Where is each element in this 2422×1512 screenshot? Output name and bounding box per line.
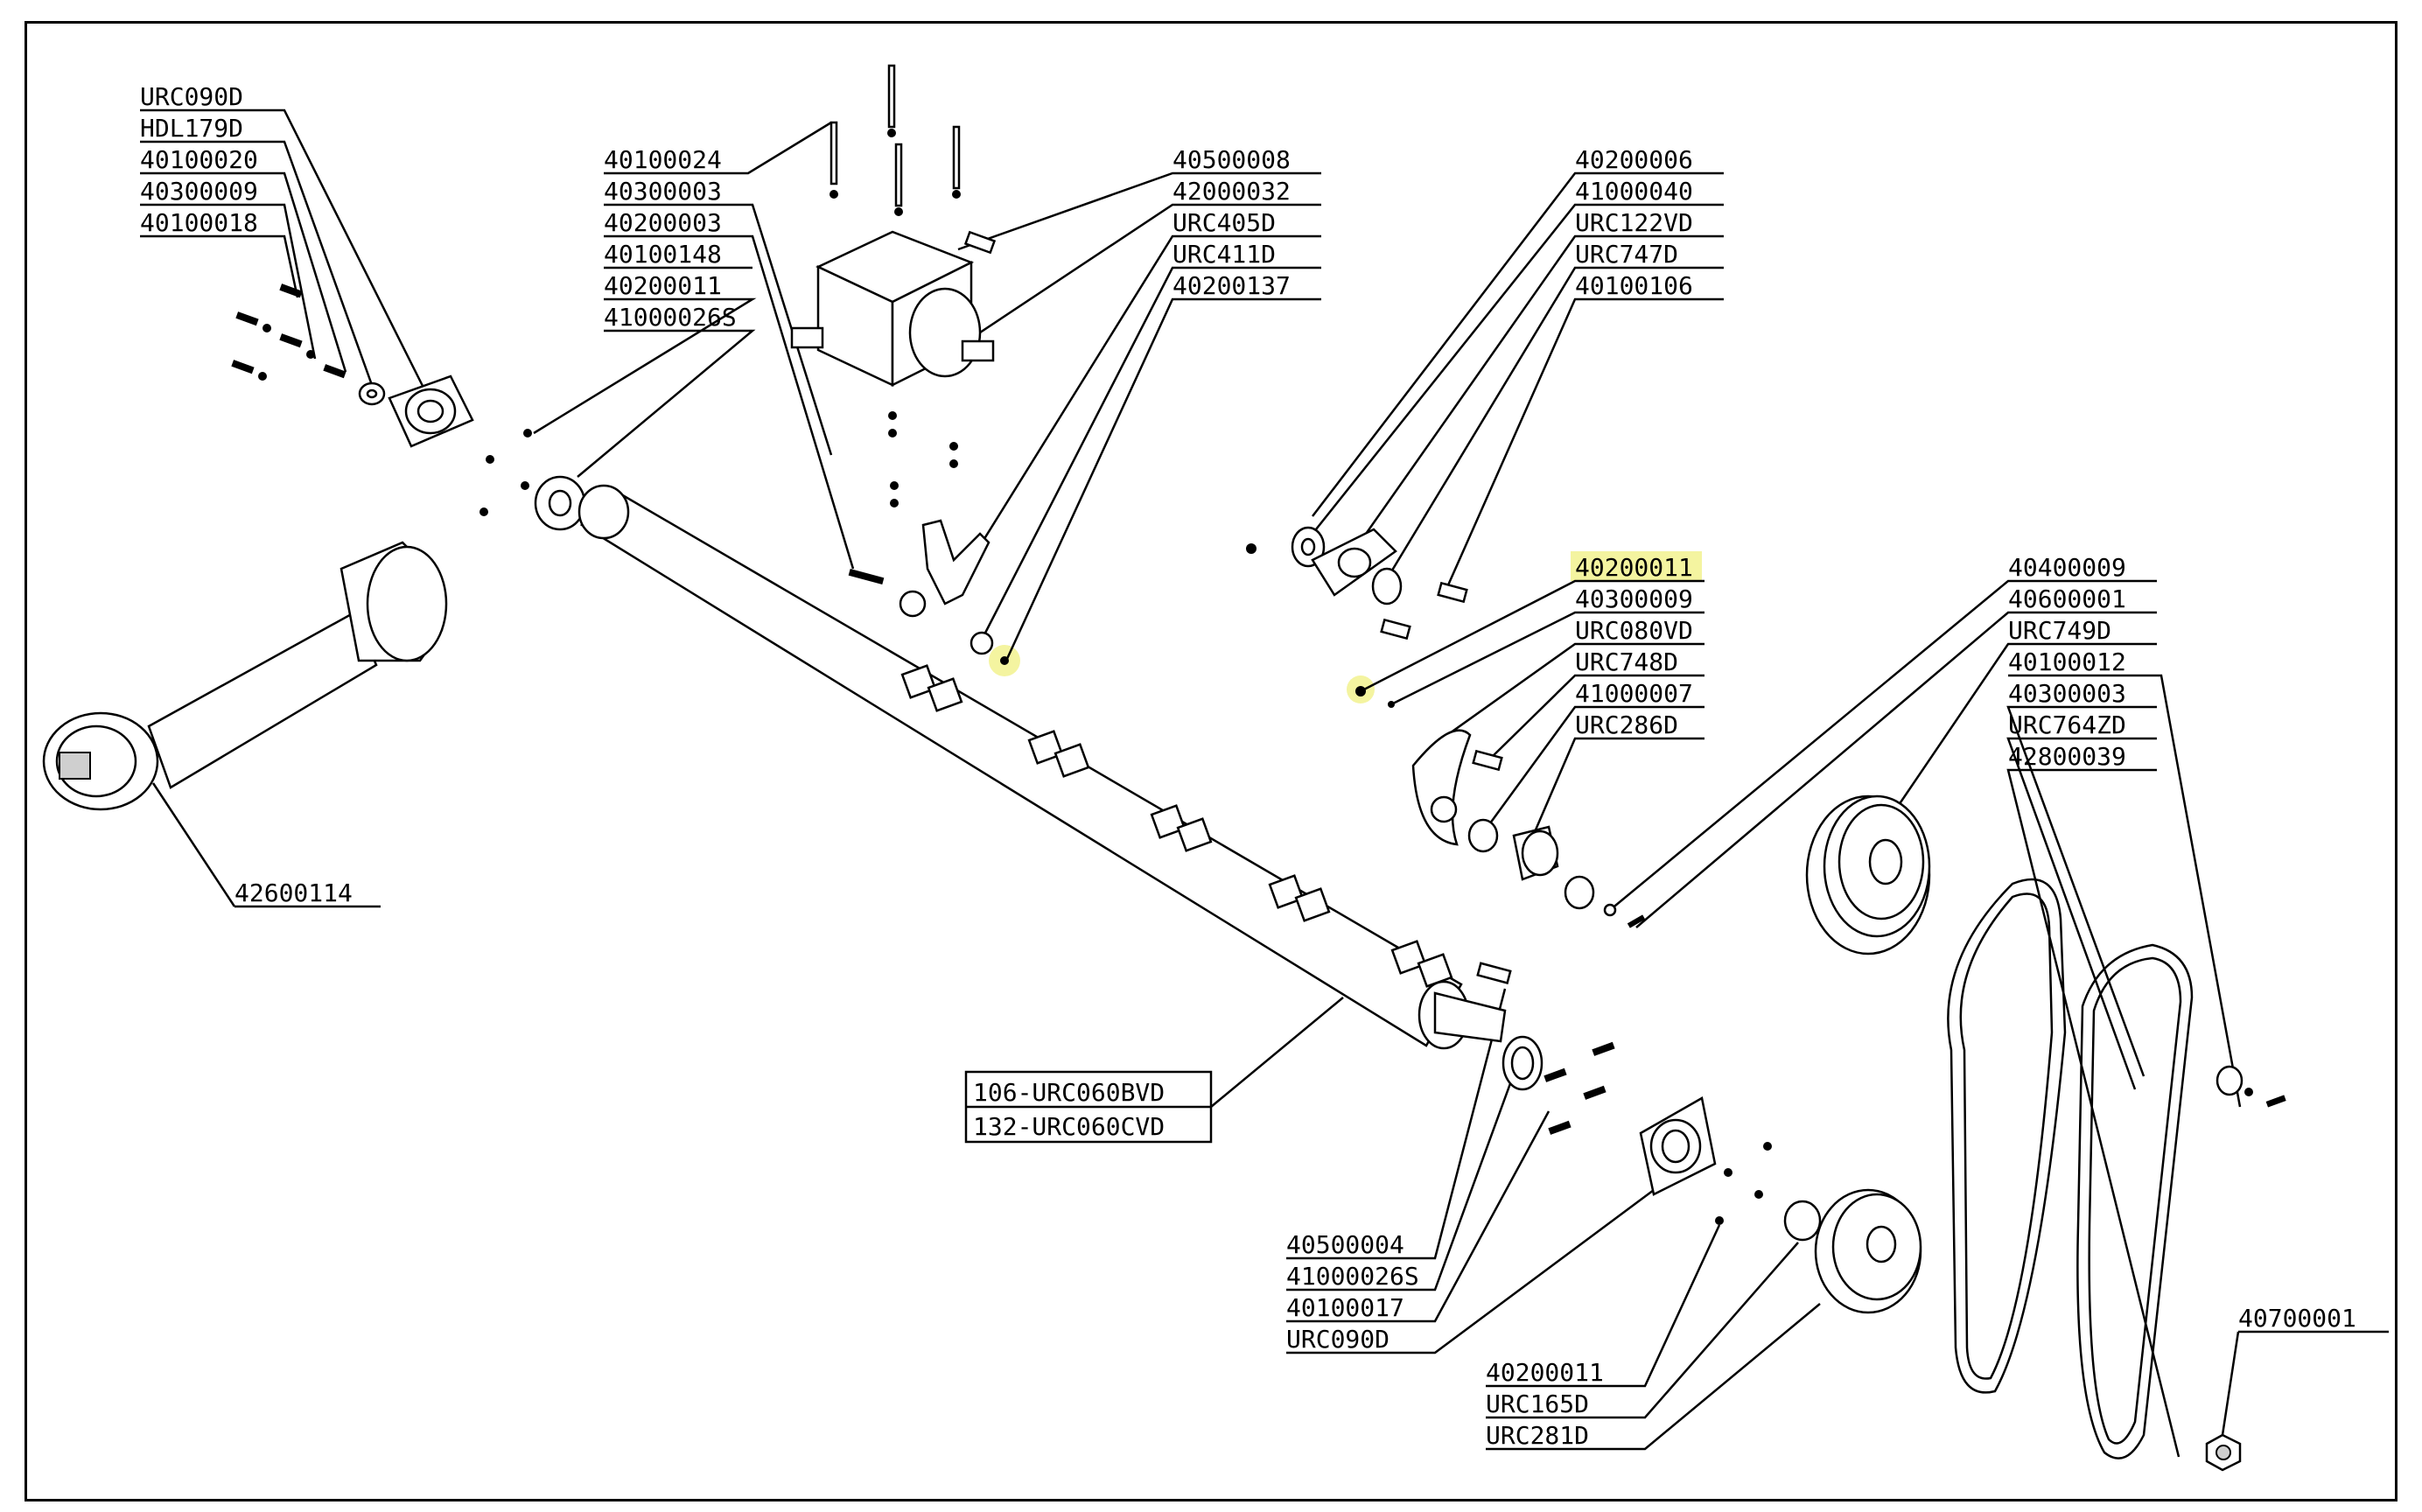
label-shaft-132: 132-URC060CVD bbox=[973, 1112, 1165, 1141]
labels-center-right-group: 40500008 42000032 URC405D URC411D 402001… bbox=[1172, 145, 1291, 300]
label-urc286d: URC286D bbox=[1575, 710, 1678, 739]
label-40700001: 40700001 bbox=[2238, 1304, 2356, 1333]
labels-far-right-group: 40400009 40600001 URC749D 40100012 40300… bbox=[2008, 553, 2126, 771]
gearbox bbox=[790, 64, 997, 508]
label-40100148: 40100148 bbox=[604, 240, 722, 269]
arm-urc080vd bbox=[1355, 686, 1646, 928]
label-shaft-106: 106-URC060BVD bbox=[973, 1078, 1165, 1107]
label-urc747d: URC747D bbox=[1575, 240, 1678, 269]
label-urc749d: URC749D bbox=[2008, 616, 2111, 645]
label-urc748d: URC748D bbox=[1575, 648, 1678, 676]
label-42600114: 42600114 bbox=[234, 878, 353, 907]
label-40100106: 40100106 bbox=[1575, 271, 1693, 300]
main-rotor-shaft bbox=[578, 484, 1512, 1050]
label-hdl179d: HDL179D bbox=[140, 114, 243, 143]
label-urc405d: URC405D bbox=[1172, 208, 1276, 237]
label-40300009-mid: 40300009 bbox=[1575, 584, 1693, 613]
label-40300009-top: 40300009 bbox=[140, 177, 258, 206]
labels-right-upper-group: 40200006 41000040 URC122VD URC747D 40100… bbox=[1575, 145, 1693, 300]
label-40200003: 40200003 bbox=[604, 208, 722, 237]
shaft-label-box: 106-URC060BVD 132-URC060CVD bbox=[964, 1070, 1213, 1144]
label-40600001: 40600001 bbox=[2008, 584, 2126, 613]
label-urc165d: URC165D bbox=[1486, 1390, 1589, 1418]
label-40100017: 40100017 bbox=[1286, 1293, 1404, 1322]
bearing-ring-left bbox=[534, 475, 586, 531]
label-40300003-left: 40300003 bbox=[604, 177, 722, 206]
drawing-frame bbox=[24, 21, 2398, 1502]
pulley-upper bbox=[1805, 794, 1931, 956]
label-urc090d-top: URC090D bbox=[140, 82, 243, 111]
bearing-assembly-right-upper bbox=[1246, 526, 1468, 640]
bolts-right bbox=[2216, 1065, 2286, 1108]
label-40100012: 40100012 bbox=[2008, 648, 2126, 676]
label-42000032: 42000032 bbox=[1172, 177, 1291, 206]
label-41000026s-left: 41000026S bbox=[604, 303, 737, 332]
label-41000026s-bottom: 41000026S bbox=[1286, 1262, 1419, 1291]
label-urc080vd: URC080VD bbox=[1575, 616, 1693, 645]
shaft-flail-brackets bbox=[900, 664, 1453, 988]
leader-lines bbox=[140, 108, 2389, 1458]
bearing-flange-left bbox=[358, 374, 474, 448]
label-urc090d-bottom: URC090D bbox=[1286, 1325, 1390, 1354]
label-41000007: 41000007 bbox=[1575, 679, 1693, 708]
label-40300003-right: 40300003 bbox=[2008, 679, 2126, 708]
label-40200137: 40200137 bbox=[1172, 271, 1291, 300]
label-40100018: 40100018 bbox=[140, 208, 258, 237]
pto-drive-shaft bbox=[42, 541, 448, 811]
label-urc764zd: URC764ZD bbox=[2008, 710, 2126, 739]
label-40200011-mid: 40200011 bbox=[1575, 553, 1693, 582]
label-urc411d: URC411D bbox=[1172, 240, 1276, 269]
label-41000040: 41000040 bbox=[1575, 177, 1693, 206]
label-urc122vd: URC122VD bbox=[1575, 208, 1693, 237]
label-40200006: 40200006 bbox=[1575, 145, 1693, 174]
bearing-ring-right bbox=[1502, 1035, 1772, 1225]
labels-bottom-group: 40500004 41000026S 40100017 URC090D 4020… bbox=[1286, 1230, 2356, 1450]
label-42800039: 42800039 bbox=[2008, 742, 2126, 771]
bracket-urc405d bbox=[848, 519, 1009, 665]
labels-center-left-group: 40100024 40300003 40200003 40100148 4020… bbox=[604, 145, 737, 332]
bolts-left bbox=[231, 284, 532, 516]
v-belts bbox=[1947, 878, 2194, 1460]
pulley-lower bbox=[1783, 1188, 1922, 1314]
label-40100024: 40100024 bbox=[604, 145, 722, 174]
labels-left-group: URC090D HDL179D 40100020 40300009 401000… bbox=[140, 82, 353, 907]
label-urc281d: URC281D bbox=[1486, 1421, 1589, 1450]
highlight-40200011 bbox=[1571, 551, 1702, 581]
label-40400009: 40400009 bbox=[2008, 553, 2126, 582]
label-40100020: 40100020 bbox=[140, 145, 258, 174]
label-40500008: 40500008 bbox=[1172, 145, 1291, 174]
label-40200011-bottom: 40200011 bbox=[1486, 1358, 1604, 1387]
label-40500004: 40500004 bbox=[1286, 1230, 1404, 1259]
nut-40700001 bbox=[2205, 1433, 2242, 1472]
labels-right-middle-group: 40200011 40300009 URC080VD URC748D 41000… bbox=[1575, 553, 1693, 739]
label-40200011-left: 40200011 bbox=[604, 271, 722, 300]
